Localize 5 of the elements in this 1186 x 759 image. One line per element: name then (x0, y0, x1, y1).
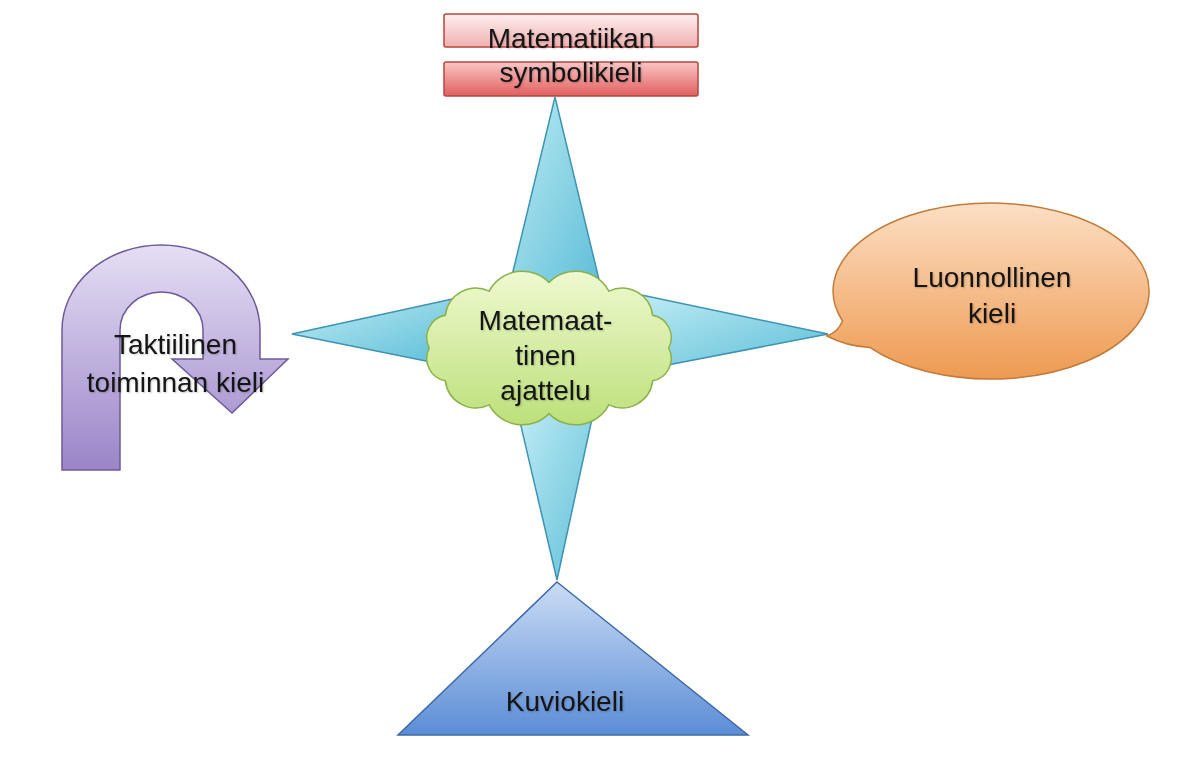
stacked-box-shape (443, 12, 699, 98)
node-label: Matemaat-tinen ajattelu (477, 304, 614, 408)
node-label: Luonnollinen kieli (911, 261, 1073, 331)
node-label: Matematiikan symbolikieli (486, 22, 656, 90)
node-label: Kuviokieli (504, 685, 626, 719)
